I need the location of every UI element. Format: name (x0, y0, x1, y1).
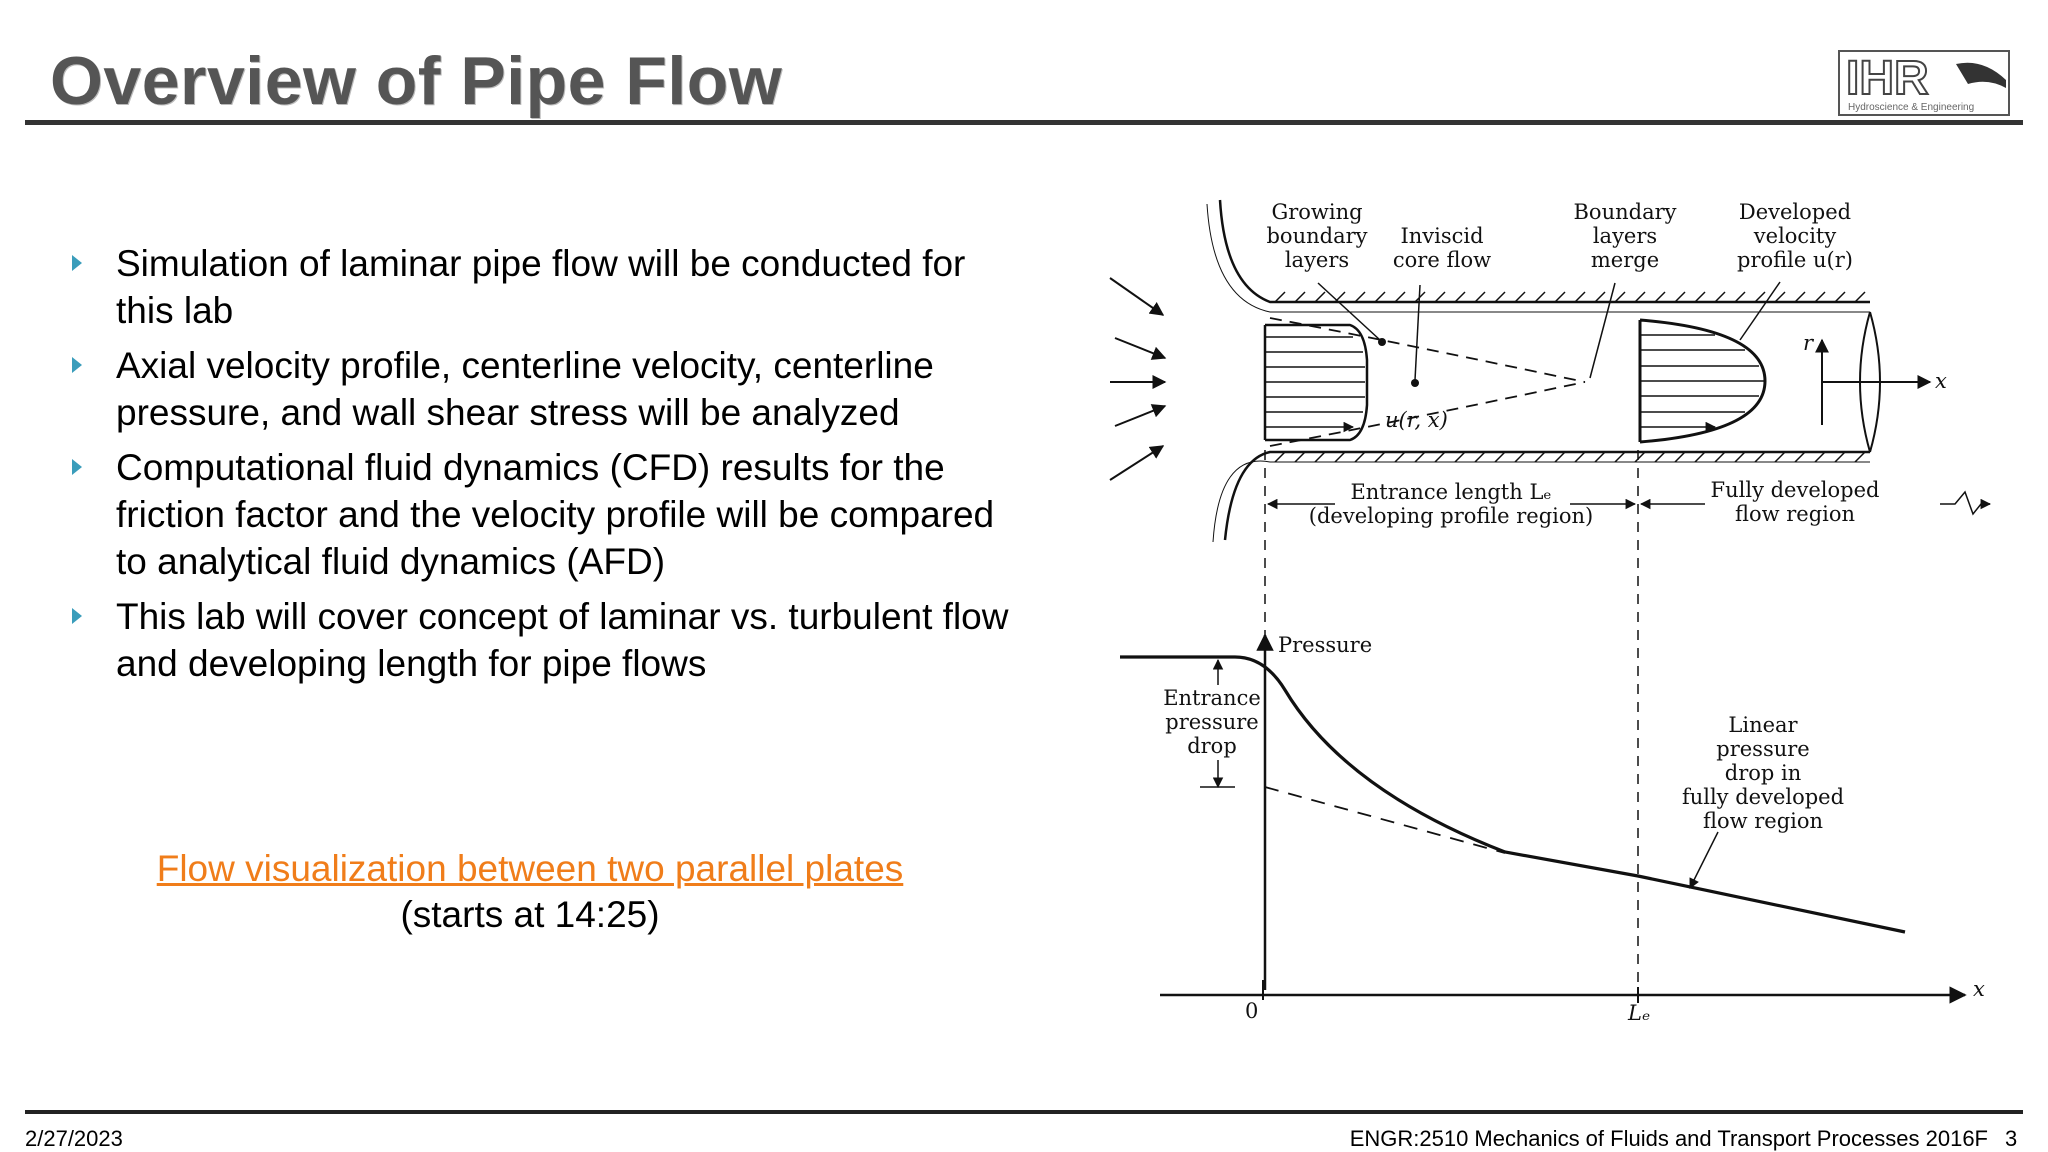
label-r-axis: r (1803, 331, 1815, 355)
label-bl-merge-2: layers (1593, 224, 1657, 248)
label-linear-1: Linear (1728, 713, 1798, 737)
label-linear-2: pressure (1716, 737, 1809, 761)
bullet-item: Simulation of laminar pipe flow will be … (70, 240, 1030, 334)
logo-letters: IHR (1846, 52, 1929, 105)
label-epd-1: Entrance (1163, 686, 1261, 710)
bullet-arrow-icon (72, 357, 82, 373)
label-fully-1: Fully developed (1711, 478, 1880, 502)
video-link-block: Flow visualization between two parallel … (80, 846, 980, 938)
label-linear-3: drop in (1725, 761, 1801, 785)
ihr-logo: IHR Hydroscience & Engineering (1838, 50, 2010, 116)
slide-title: Overview of Pipe Flow (50, 43, 783, 119)
label-epd-2: pressure (1165, 710, 1258, 734)
diagram-labels: Growing boundary layers Inviscid core fl… (1163, 200, 1985, 1025)
label-growing-2: boundary (1266, 224, 1367, 248)
label-inviscid-1: Inviscid (1400, 224, 1483, 248)
bullet-text: Simulation of laminar pipe flow will be … (116, 243, 966, 331)
footer-date: 2/27/2023 (25, 1126, 123, 1151)
bullet-arrow-icon (72, 459, 82, 475)
label-entrance-2: (developing profile region) (1309, 504, 1593, 528)
label-le-tick: Lₑ (1627, 1001, 1650, 1025)
logo-subtitle: Hydroscience & Engineering (1848, 102, 1974, 113)
footer-course: ENGR:2510 Mechanics of Fluids and Transp… (1349, 1126, 1988, 1151)
bullet-arrow-icon (72, 255, 82, 271)
pressure-graph (1120, 633, 1967, 1004)
logo-wave-icon (1956, 62, 2006, 88)
bullet-text: Axial velocity profile, centerline veloc… (116, 345, 934, 433)
bullet-item: Computational fluid dynamics (CFD) resul… (70, 444, 1030, 585)
label-origin: 0 (1245, 999, 1258, 1023)
label-inviscid-2: core flow (1393, 248, 1491, 272)
label-growing-1: Growing (1271, 200, 1362, 224)
footer-divider (25, 1110, 2023, 1114)
label-x-axis-graph: x (1973, 977, 1985, 1001)
bullet-text: This lab will cover concept of laminar v… (116, 596, 1009, 684)
label-bl-merge-3: merge (1591, 248, 1659, 272)
label-developed-2: velocity (1753, 224, 1837, 248)
label-linear-5: flow region (1703, 809, 1823, 833)
bullet-item: Axial velocity profile, centerline veloc… (70, 342, 1030, 436)
title-divider (25, 120, 2023, 125)
label-developed-1: Developed (1739, 200, 1851, 224)
pipe-drawing (1109, 199, 1992, 1000)
slide-number: 3 (2005, 1126, 2018, 1151)
bullet-list: Simulation of laminar pipe flow will be … (70, 240, 1030, 695)
bullet-text: Computational fluid dynamics (CFD) resul… (116, 447, 995, 582)
link-note: (starts at 14:25) (400, 894, 660, 935)
label-pressure: Pressure (1278, 633, 1372, 657)
label-epd-3: drop (1187, 734, 1237, 758)
pipe-flow-diagram: Growing boundary layers Inviscid core fl… (1109, 199, 1992, 1025)
label-bl-merge-1: Boundary (1574, 200, 1677, 224)
flow-visualization-link[interactable]: Flow visualization between two parallel … (156, 848, 904, 889)
label-entrance-1: Entrance length Lₑ (1350, 480, 1551, 504)
label-x-axis: x (1935, 369, 1947, 393)
label-fully-2: flow region (1735, 502, 1855, 526)
label-u-rx: u(r, x) (1385, 408, 1448, 432)
bullet-item: This lab will cover concept of laminar v… (70, 593, 1030, 687)
bullet-arrow-icon (72, 608, 82, 624)
label-developed-3: profile u(r) (1737, 248, 1853, 272)
label-growing-3: layers (1285, 248, 1349, 272)
label-linear-4: fully developed (1682, 785, 1844, 809)
